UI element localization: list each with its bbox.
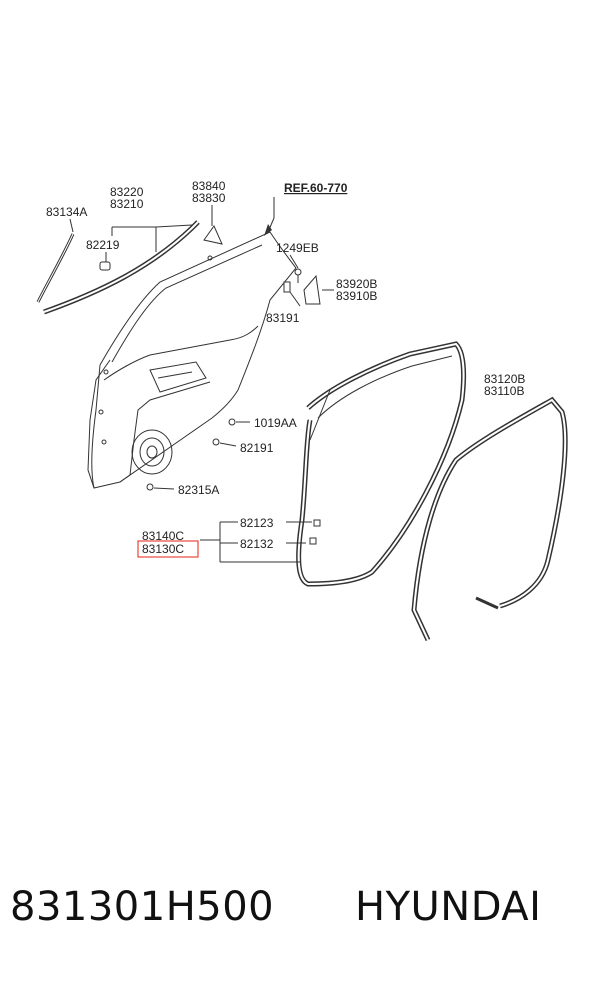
ref-arrow-icon [264, 224, 272, 236]
label-82123: 82123 [240, 516, 274, 530]
label-83920B: 83920B [336, 277, 377, 291]
door-weatherstrip [296, 341, 467, 587]
label-82191: 82191 [240, 441, 274, 455]
label-83191: 83191 [266, 311, 300, 325]
bolt-1249EB [294, 268, 302, 283]
door-panel [87, 231, 297, 489]
body-side-weatherstrip [411, 396, 568, 642]
leader-lines [69, 197, 334, 563]
corner-garnish [303, 274, 321, 305]
label-82219: 82219 [86, 238, 120, 252]
clip-82315A-part [146, 483, 154, 491]
label-83120B: 83120B [484, 372, 525, 386]
label-83910B: 83910B [336, 289, 377, 303]
label-1249EB: 1249EB [276, 241, 319, 255]
label-83210: 83210 [110, 197, 144, 211]
label-1019AA: 1019AA [254, 416, 297, 430]
clip-82219-part [99, 261, 111, 271]
ref-label: REF.60-770 [284, 181, 348, 195]
brand-name: HYUNDAI [355, 884, 542, 930]
label-83830: 83830 [192, 191, 226, 205]
part-number: 831301H500 [10, 884, 275, 930]
label-83130C: 83130C [142, 542, 184, 556]
window-channel-strip [36, 233, 75, 303]
label-82132: 82132 [240, 537, 274, 551]
clip-82191-part [212, 438, 220, 446]
label-83110B: 83110B [484, 384, 524, 398]
belt-moulding [43, 220, 200, 315]
label-82315A: 82315A [178, 483, 219, 497]
screw-1019AA [228, 418, 236, 426]
label-83220: 83220 [110, 185, 144, 199]
highlight-box-83130C [137, 540, 199, 558]
label-83140C: 83140C [142, 529, 184, 543]
label-83134A: 83134A [46, 205, 87, 219]
label-83840: 83840 [192, 179, 226, 193]
clip-83191-part [283, 281, 291, 293]
delta-moulding [203, 224, 223, 245]
